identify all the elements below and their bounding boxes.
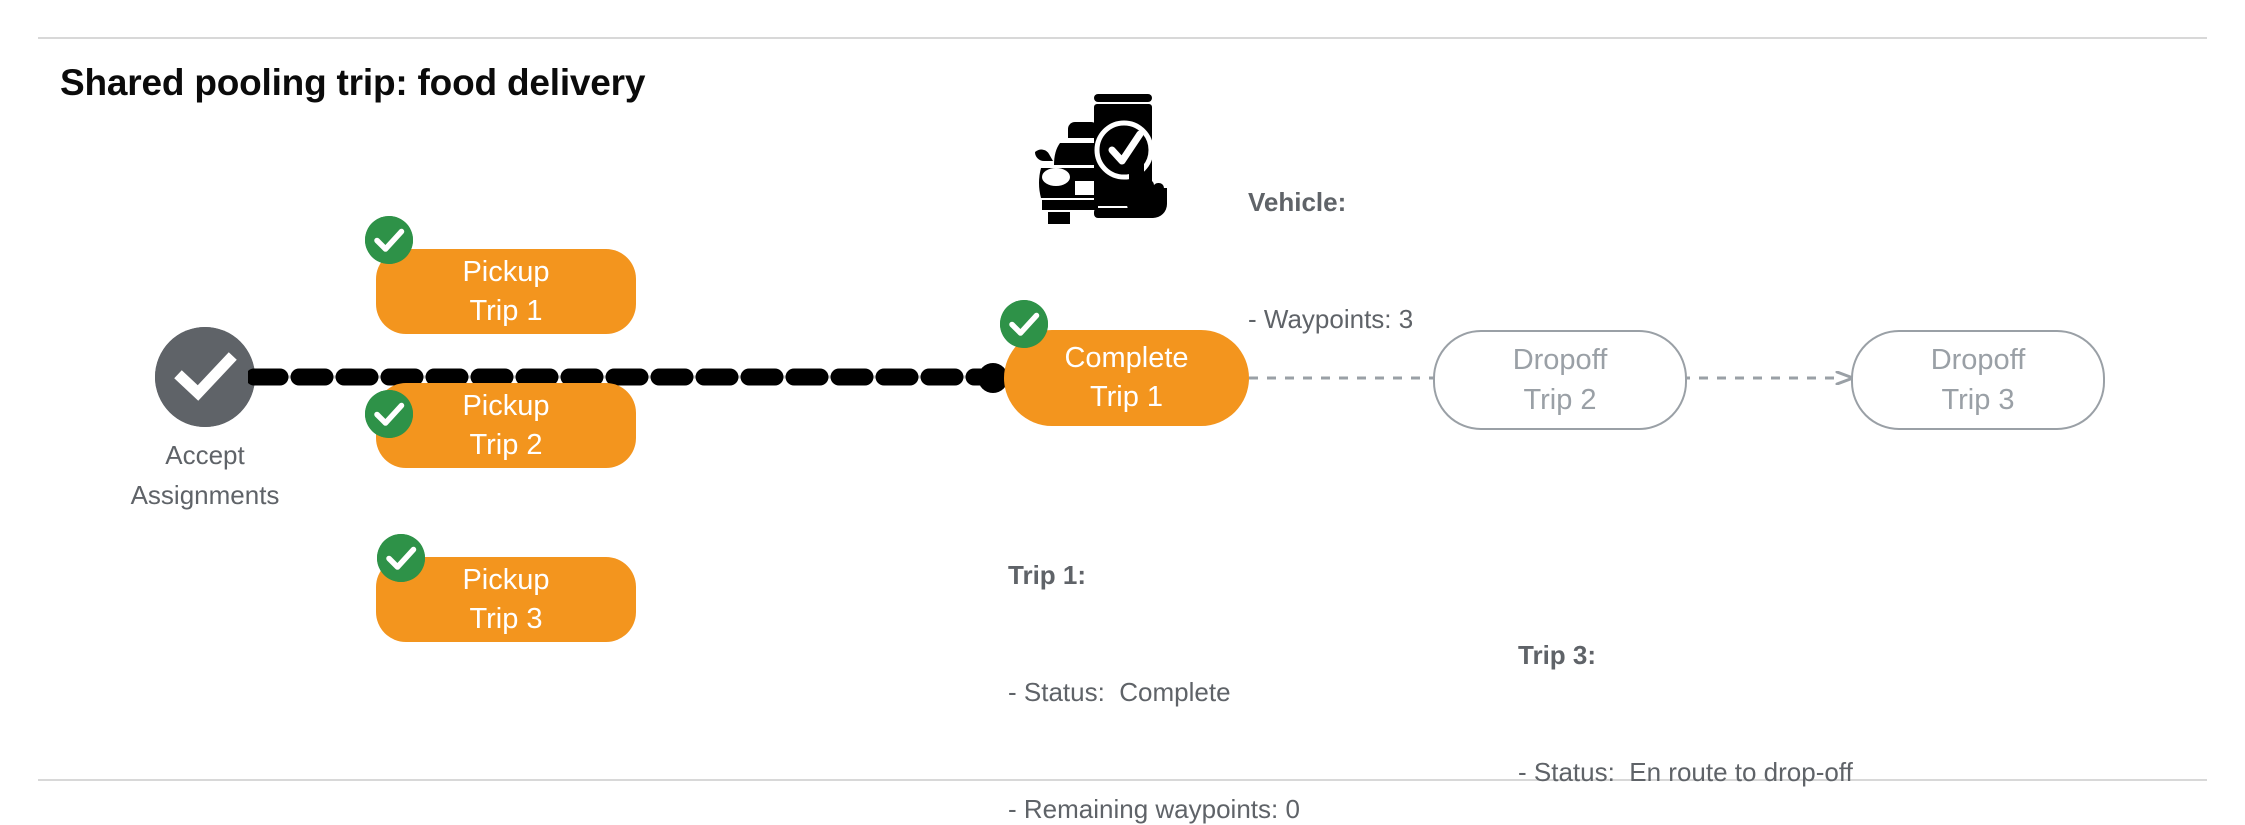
connector-endpoint-dot xyxy=(978,363,1008,393)
complete-line2: Trip 1 xyxy=(1089,381,1164,413)
connector-complete-to-dropoff-2 xyxy=(1249,371,1439,385)
pickup-3-line2: Trip 3 xyxy=(469,602,543,635)
check-circle-icon xyxy=(155,327,255,427)
pickup-2-line1: Pickup xyxy=(462,389,550,422)
pickup-3-line1: Pickup xyxy=(462,563,550,596)
dropoff-3-line1: Dropoff xyxy=(1930,344,2026,376)
trip-1-waypoints: - Remaining waypoints: 0 xyxy=(1008,794,1300,824)
node-pickup-trip-1[interactable]: Pickup Trip 1 xyxy=(376,249,636,334)
node-dropoff-trip-2[interactable]: Dropoff Trip 2 xyxy=(1433,330,1687,430)
node-pickup-trip-2[interactable]: Pickup Trip 2 xyxy=(376,383,636,468)
pickup-1-line1: Pickup xyxy=(462,255,550,288)
check-badge-icon-pickup-3 xyxy=(377,534,425,582)
dropoff-3-line2: Trip 3 xyxy=(1941,384,2015,416)
start-node-label: Accept Assignments xyxy=(120,435,290,515)
vehicle-info-block: Vehicle: - Waypoints: 3 xyxy=(1248,105,1413,417)
node-dropoff-trip-3[interactable]: Dropoff Trip 3 xyxy=(1851,330,2105,430)
pickup-1-line2: Trip 1 xyxy=(469,294,543,327)
dropoff-2-line2: Trip 2 xyxy=(1523,384,1597,416)
trip-1-heading: Trip 1: xyxy=(1008,560,1087,590)
start-label-line1: Accept xyxy=(165,440,245,470)
vehicle-waypoints: - Waypoints: 3 xyxy=(1248,304,1414,334)
dropoff-2-line1: Dropoff xyxy=(1512,344,1608,376)
pickup-2-line2: Trip 2 xyxy=(469,428,543,461)
node-complete-trip-1[interactable]: Complete Trip 1 xyxy=(1004,330,1249,426)
vehicle-app-check-icon xyxy=(1030,88,1180,228)
trip-3-heading: Trip 3: xyxy=(1518,640,1597,670)
check-badge-icon-complete-1 xyxy=(1000,300,1048,348)
page-title: Shared pooling trip: food delivery xyxy=(60,62,646,103)
start-node-accept-assignments[interactable]: Accept Assignments xyxy=(131,327,279,510)
trip-1-status: - Status: Complete xyxy=(1008,677,1231,707)
complete-line1: Complete xyxy=(1064,342,1189,374)
trip-details-right: Trip 3: - Status: En route to drop-off -… xyxy=(1518,558,1853,825)
check-badge-icon-pickup-2 xyxy=(365,390,413,438)
divider-top xyxy=(38,37,2207,39)
divider-bottom xyxy=(38,779,2207,781)
check-badge-icon-pickup-1 xyxy=(365,216,413,264)
trip-3-status: - Status: En route to drop-off xyxy=(1518,757,1853,787)
start-label-line2: Assignments xyxy=(130,480,280,510)
trip-details-left: Trip 1: - Status: Complete - Remaining w… xyxy=(1008,478,1343,825)
connector-dropoff-2-to-dropoff-3 xyxy=(1681,371,1857,385)
vehicle-heading: Vehicle: xyxy=(1248,187,1347,217)
connector-accept-to-complete xyxy=(248,363,993,391)
